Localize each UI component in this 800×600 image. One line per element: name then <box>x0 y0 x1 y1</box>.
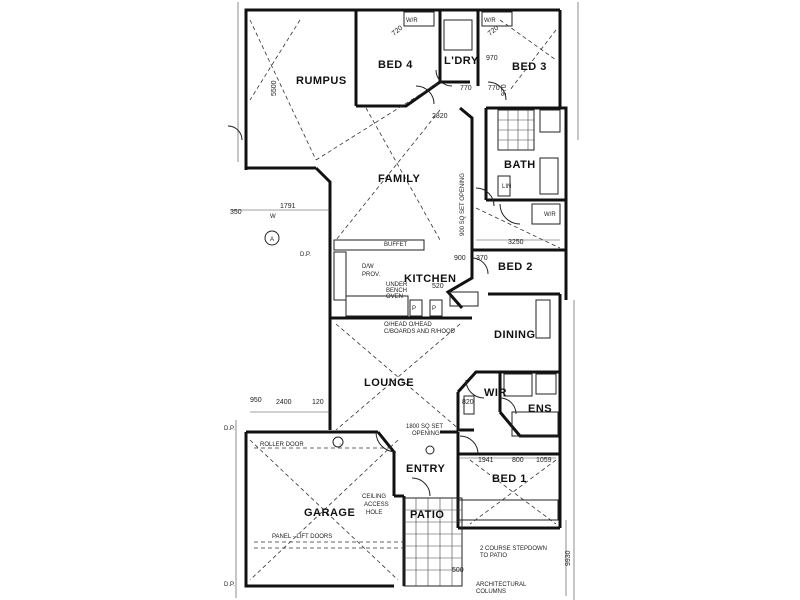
note-bench: BENCH <box>386 288 407 294</box>
room-label-garage: GARAGE <box>304 507 355 519</box>
note-ceiling-1: CEILING <box>362 494 386 500</box>
dim-5500: 5500 <box>271 80 278 96</box>
plan-notes: W/R W/R W/R BUFFET D/W PROV. UNDER BENCH… <box>224 18 556 595</box>
note-stepdown-1: 2 COURSE STEPDOWN <box>480 546 547 552</box>
dim-2820: 2820 <box>432 113 448 120</box>
note-prov: PROV. <box>362 272 380 278</box>
room-label-lounge: LOUNGE <box>364 377 414 389</box>
note-panel-lift: PANEL - LIFT DOORS <box>272 534 332 540</box>
internal-details <box>332 11 561 587</box>
note-dp-bottom: D.P. <box>224 582 235 588</box>
note-set-opening: 900 SQ SET OPENING <box>460 173 466 236</box>
note-ceiling-3: HOLE <box>366 510 382 516</box>
note-overhead-2: C/BOARDS AND R/HOOD <box>384 329 456 335</box>
dim-900: 900 <box>454 255 466 262</box>
room-label-bed2: BED 2 <box>498 261 533 273</box>
door-swings <box>227 69 521 497</box>
room-label-rumpus: RUMPUS <box>296 75 347 87</box>
dim-1941: 1941 <box>478 457 494 464</box>
meter-box <box>332 436 344 448</box>
room-label-bed3: BED 3 <box>512 61 547 73</box>
dim-350: 350 <box>230 209 242 216</box>
roof-lines <box>249 19 561 581</box>
room-label-kitchen: KITCHEN <box>404 273 456 285</box>
room-label-bath: BATH <box>504 159 536 171</box>
note-dp-mid: D.P. <box>300 252 311 258</box>
grid-marker-a <box>264 230 280 246</box>
dim-770-a: 770 <box>460 85 472 92</box>
note-roller-door: ROLLER DOOR <box>260 442 304 448</box>
room-label-bed4: BED 4 <box>378 59 413 71</box>
bath-tiles <box>498 110 534 150</box>
dim-2400: 2400 <box>276 399 292 406</box>
dim-120: 120 <box>312 399 324 406</box>
room-label-bed1: BED 1 <box>492 473 527 485</box>
dim-720-a: 720 <box>391 25 405 38</box>
dim-950: 950 <box>250 397 262 404</box>
dim-770-b: 770 <box>488 85 500 92</box>
dim-1059: 1059 <box>536 457 552 464</box>
exterior-walls <box>244 8 568 588</box>
note-oven: OVEN <box>386 294 403 300</box>
room-label-wir: WIR <box>484 387 507 399</box>
dim-800: 800 <box>512 457 524 464</box>
dim-970-side: 970 <box>501 84 508 96</box>
note-w: W <box>270 214 276 220</box>
entry-column <box>425 445 435 455</box>
note-wr-bed4: W/R <box>406 18 418 24</box>
note-wr-bed3: W/R <box>484 18 496 24</box>
room-label-family: FAMILY <box>378 173 420 185</box>
note-overhead-1: O/HEAD O/HEAD <box>384 322 432 328</box>
dim-500: 500 <box>452 567 464 574</box>
note-stepdown-2: TO PATIO <box>480 553 507 559</box>
note-dw: D/W <box>362 264 374 270</box>
dim-520: 520 <box>432 283 444 290</box>
dim-970-top: 970 <box>486 55 498 62</box>
note-wr-bed2: W/R <box>544 212 556 218</box>
dim-1791: 1791 <box>280 203 296 210</box>
note-p-2: P <box>432 306 436 312</box>
note-dp-left: D.P. <box>224 426 235 432</box>
note-arch-2: COLUMNS <box>476 589 506 595</box>
note-ceiling-2: ACCESS <box>364 502 389 508</box>
dim-370: 370 <box>476 255 488 262</box>
note-buffet: BUFFET <box>384 242 408 248</box>
note-slider-1: 1800 SQ SET <box>406 424 443 430</box>
room-label-laundry: L'DRY <box>444 55 479 67</box>
room-label-patio: PATIO <box>410 509 444 521</box>
grid-marker-label: A <box>270 237 274 243</box>
note-under: UNDER <box>386 282 408 288</box>
note-lin: LIN <box>502 184 511 190</box>
room-label-entry: ENTRY <box>406 463 446 475</box>
room-label-dining: DINING <box>494 329 536 341</box>
dim-9930: 9930 <box>565 550 572 566</box>
note-slider-2: OPENING <box>412 431 440 437</box>
note-arch-1: ARCHITECTURAL <box>476 582 527 588</box>
sheet-frame <box>235 2 579 600</box>
dimension-lines <box>230 209 567 596</box>
room-labels: RUMPUS BED 4 L'DRY BED 3 FAMILY BATH KIT… <box>296 55 552 521</box>
room-label-ens: ENS <box>528 403 552 415</box>
note-p-1: P <box>412 306 416 312</box>
dim-3250: 3250 <box>508 239 524 246</box>
dim-720-b: 720 <box>487 25 501 38</box>
dim-820: 820 <box>462 399 474 406</box>
